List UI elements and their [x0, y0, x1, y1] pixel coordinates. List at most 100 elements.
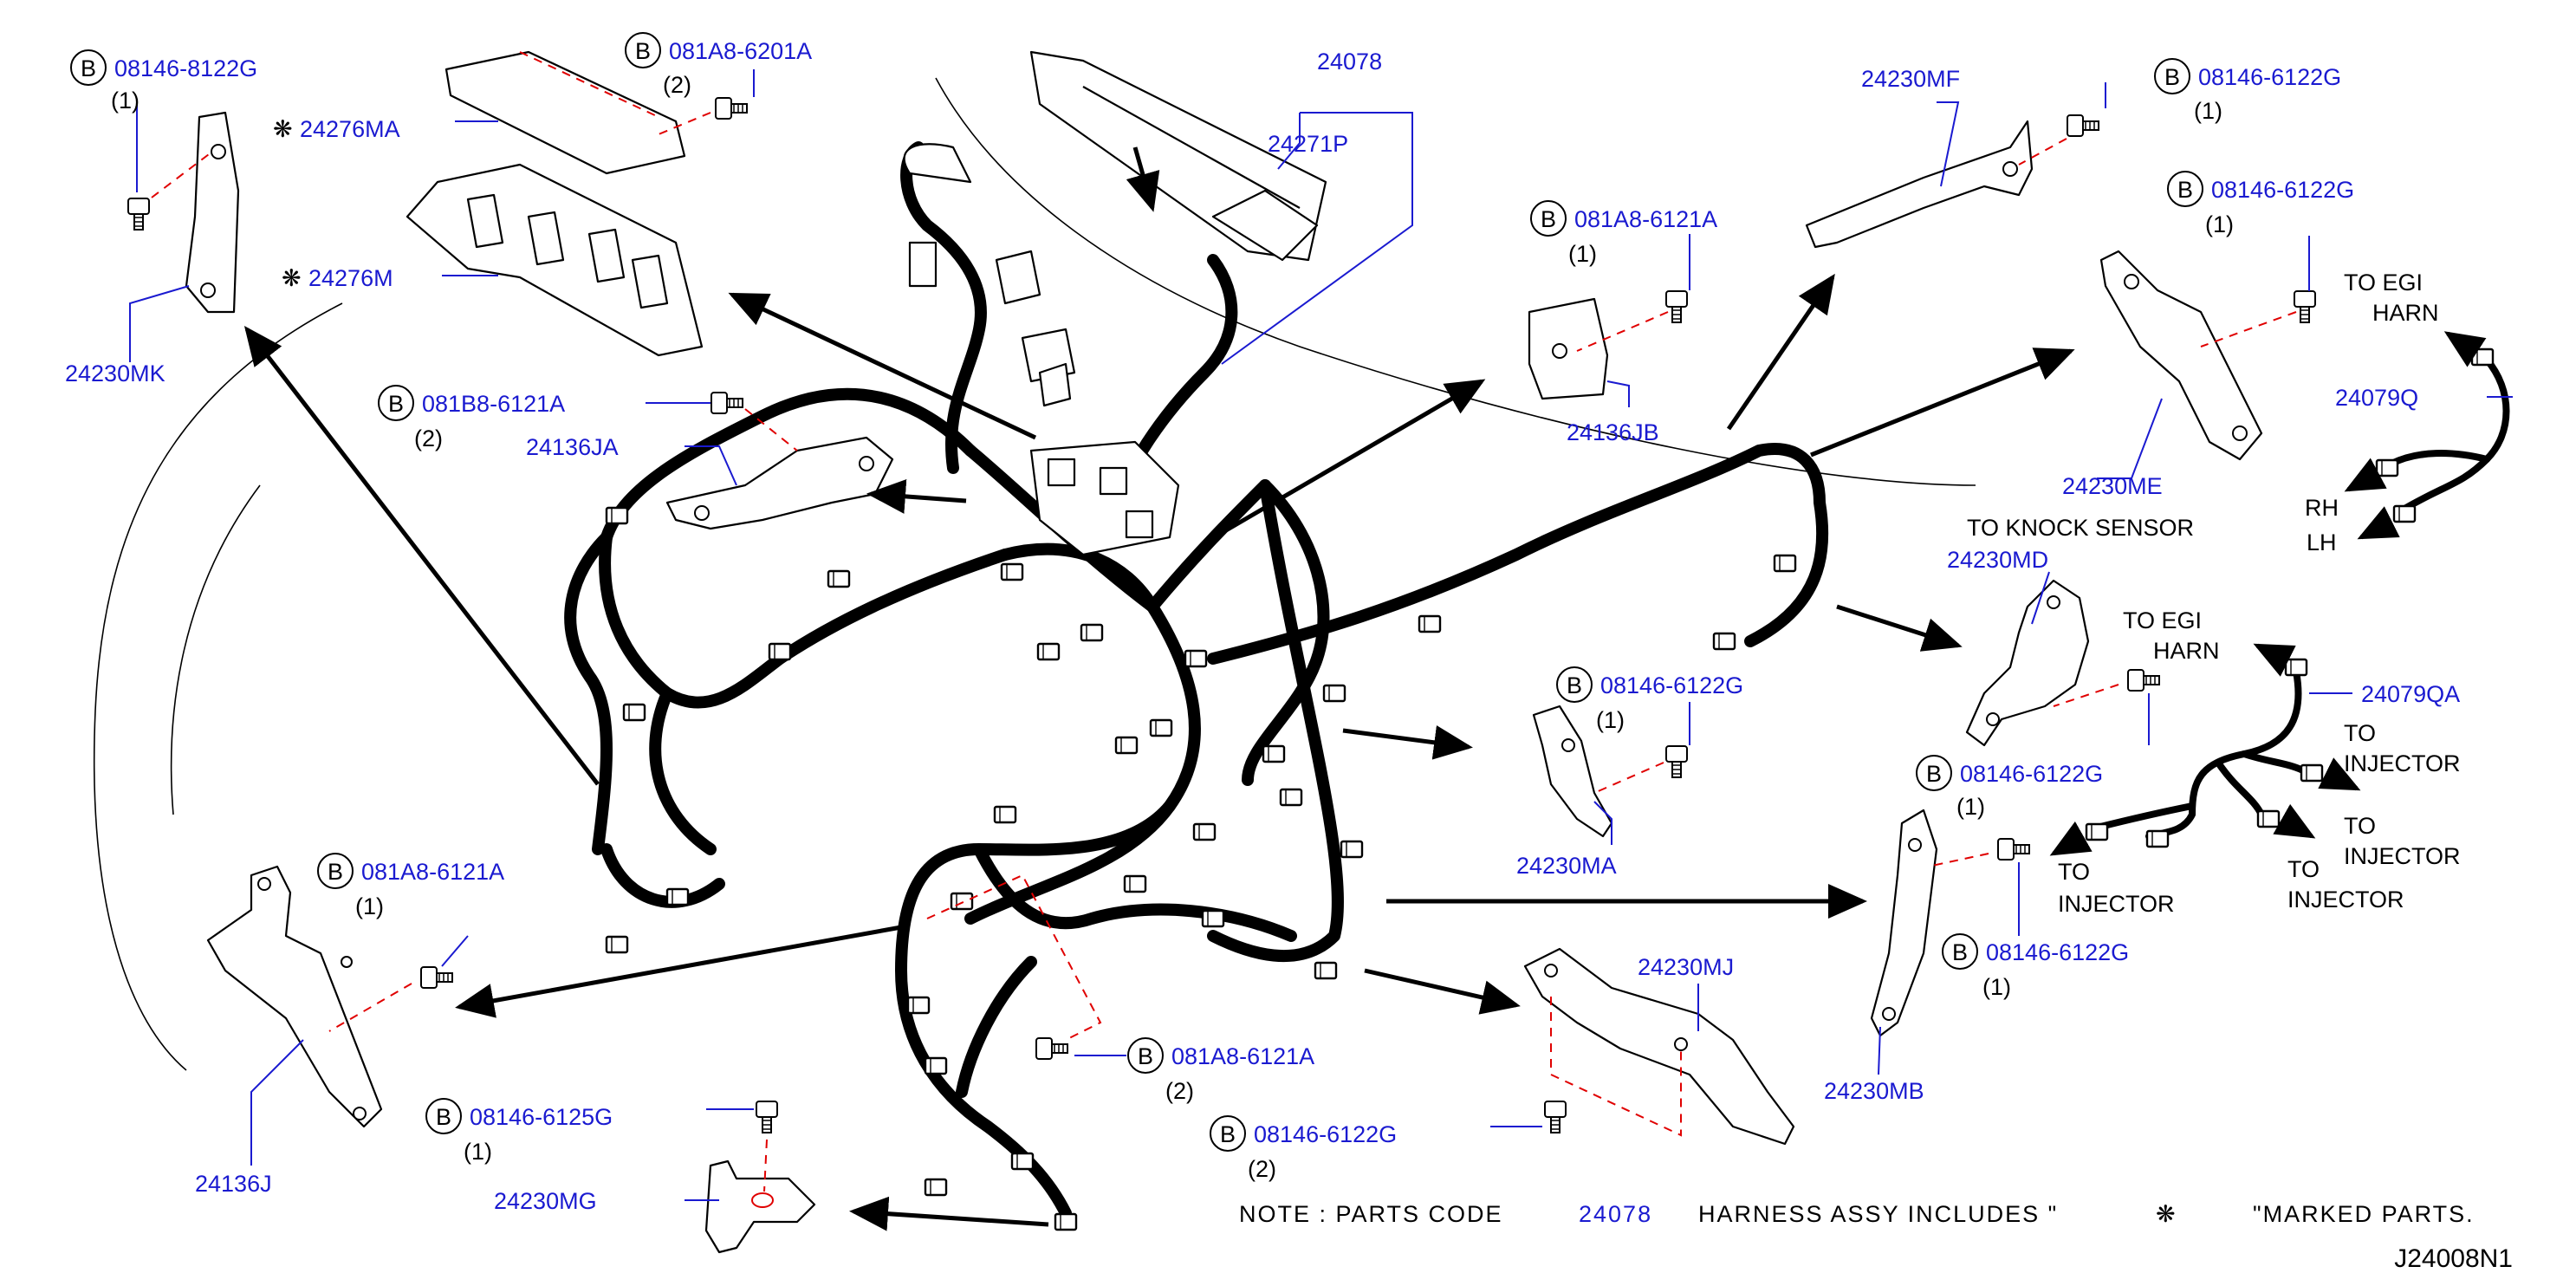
- label-081A8-6121A-j: 081A8-6121A: [361, 859, 504, 885]
- b-badge-icon: B: [1530, 200, 1567, 237]
- relay-box-24271P: [1029, 50, 1327, 262]
- label-to-injector-4: INJECTOR: [2287, 887, 2404, 913]
- label-24078: 24078: [1317, 49, 1382, 75]
- label-081A8-6121A-jb: 081A8-6121A: [1574, 206, 1717, 232]
- leader-24136J: [250, 1039, 304, 1166]
- label-24230MF: 24230MF: [1861, 66, 1960, 92]
- label-08146-6122G-mf: 08146-6122G: [2198, 64, 2341, 90]
- label-24230MD: 24230MD: [1947, 547, 2048, 573]
- bracket-24136J: [206, 865, 453, 1128]
- label-lh: LH: [2307, 529, 2337, 555]
- label-081B8-6121A: 081B8-6121A: [422, 391, 565, 417]
- svg-text:B: B: [1541, 206, 1556, 232]
- qty-label: (1): [355, 893, 384, 919]
- svg-text:B: B: [2177, 177, 2193, 203]
- bracket-24230ME: [2099, 250, 2316, 461]
- label-to-knock-sensor: TO KNOCK SENSOR: [1967, 515, 2194, 541]
- b-badge-icon: B: [425, 1098, 462, 1134]
- b-badge-icon: B: [625, 32, 661, 68]
- label-24079Q: 24079Q: [2335, 385, 2418, 411]
- svg-text:B: B: [1220, 1121, 1236, 1147]
- label-to-injector-2: INJECTOR: [2344, 843, 2461, 869]
- qty-label: (1): [1956, 794, 1985, 820]
- bracket-24230MG: [704, 1101, 816, 1254]
- note-code: 24078: [1579, 1201, 1652, 1227]
- leader-24271P: [1277, 113, 1301, 170]
- qty-label: (1): [1982, 974, 2011, 1000]
- bolt-081A8-6121A-j: [420, 966, 453, 989]
- svg-text:B: B: [388, 391, 404, 417]
- label-08146-6122G-ma: 08146-6122G: [1600, 672, 1743, 698]
- b-badge-icon: B: [2167, 171, 2203, 207]
- label-to-egi-harn-2: HARN: [2153, 638, 2220, 664]
- b-badge-icon: B: [1556, 666, 1593, 703]
- marked-part-icon: ❋: [2156, 1201, 2177, 1227]
- leader-081A8-6121A-j: [441, 935, 469, 967]
- label-08146-8122G: 08146-8122G: [114, 55, 257, 81]
- label-rh: RH: [2305, 495, 2339, 521]
- diagram-id: J24008N1: [2394, 1244, 2513, 1273]
- bolt-08146-6122G-bot: [1544, 1101, 1567, 1133]
- sub-harness-24079QA: [2049, 643, 2361, 856]
- direction-arrows: [243, 273, 2075, 1231]
- bolt-08146-6122G-mb: [1997, 838, 2030, 861]
- label-24079QA: 24079QA: [2361, 681, 2460, 707]
- label-24230MB: 24230MB: [1824, 1078, 1924, 1104]
- bracket-24230MD: [1965, 579, 2160, 747]
- svg-text:B: B: [635, 38, 651, 64]
- label-08146-6122G-mb2: 08146-6122G: [1986, 939, 2129, 965]
- b-badge-icon: B: [2154, 58, 2190, 94]
- label-24276M: 24276M: [308, 265, 393, 291]
- label-to-injector-1: TO: [2344, 720, 2376, 746]
- qty-label: (1): [1596, 707, 1625, 733]
- b-badge-icon: B: [70, 49, 107, 86]
- label-to-egi-harn: HARN: [2372, 300, 2439, 326]
- label-24230MA: 24230MA: [1516, 853, 1617, 879]
- label-to-egi-harn: TO EGI: [2344, 270, 2423, 296]
- harness-connectors: [605, 506, 1797, 1231]
- label-08146-6122G-mb1: 08146-6122G: [1960, 761, 2103, 787]
- qty-label: (2): [414, 425, 443, 451]
- note-suffix: "MARKED PARTS.: [2253, 1201, 2475, 1227]
- leader-24230MF: [1937, 101, 1960, 187]
- part-labels: 08146-8122G (1) ❋ 24276MA ❋ 24276M 24230…: [65, 38, 2461, 1214]
- svg-text:B: B: [328, 859, 343, 885]
- label-to-injector-4: TO: [2287, 856, 2320, 882]
- leader-24230MD: [2031, 571, 2050, 625]
- bolt-08146-6122G-mf: [2067, 114, 2099, 137]
- footnote: NOTE : PARTS CODE 24078 HARNESS ASSY INC…: [1239, 1201, 2513, 1273]
- label-24230MJ: 24230MJ: [1638, 954, 1734, 980]
- b-badge-icon: B: [1127, 1037, 1164, 1074]
- label-081A8-6201A: 081A8-6201A: [669, 38, 812, 64]
- svg-text:B: B: [81, 55, 96, 81]
- label-24230MG: 24230MG: [494, 1188, 597, 1214]
- label-24271P: 24271P: [1268, 131, 1348, 157]
- leader-24230MK: [129, 285, 190, 362]
- svg-text:B: B: [1567, 672, 1582, 698]
- note-middle: HARNESS ASSY INCLUDES ": [1698, 1201, 2058, 1227]
- label-08146-6122G-me: 08146-6122G: [2211, 177, 2354, 203]
- bracket-24230MA: [1532, 705, 1688, 838]
- bracket-24230MF: [1805, 114, 2099, 249]
- label-081A8-6121A-mid: 081A8-6121A: [1171, 1043, 1314, 1069]
- svg-text:B: B: [1926, 761, 1942, 787]
- marked-part-icon: ❋: [273, 116, 293, 142]
- leader-24136JA: [685, 445, 737, 486]
- leader-24230ME: [2097, 398, 2163, 479]
- qty-label: (1): [464, 1139, 492, 1165]
- leader-24136JB: [1606, 380, 1630, 407]
- label-24276MA: 24276MA: [300, 116, 400, 142]
- svg-text:B: B: [1138, 1043, 1153, 1069]
- bolt-08146-8122G: [127, 198, 150, 231]
- label-24230ME: 24230ME: [2062, 473, 2163, 499]
- upper-harness-relays: [903, 143, 1076, 407]
- junction-block: [1029, 440, 1180, 556]
- marked-part-icon: ❋: [282, 265, 302, 291]
- label-24230MK: 24230MK: [65, 360, 165, 386]
- b-badge-icon: B: [1916, 755, 1952, 791]
- qty-label: (2): [1248, 1156, 1276, 1182]
- bolt-08146-6125G: [756, 1101, 778, 1133]
- svg-text:B: B: [436, 1104, 451, 1130]
- leader-24078: [1221, 112, 1413, 365]
